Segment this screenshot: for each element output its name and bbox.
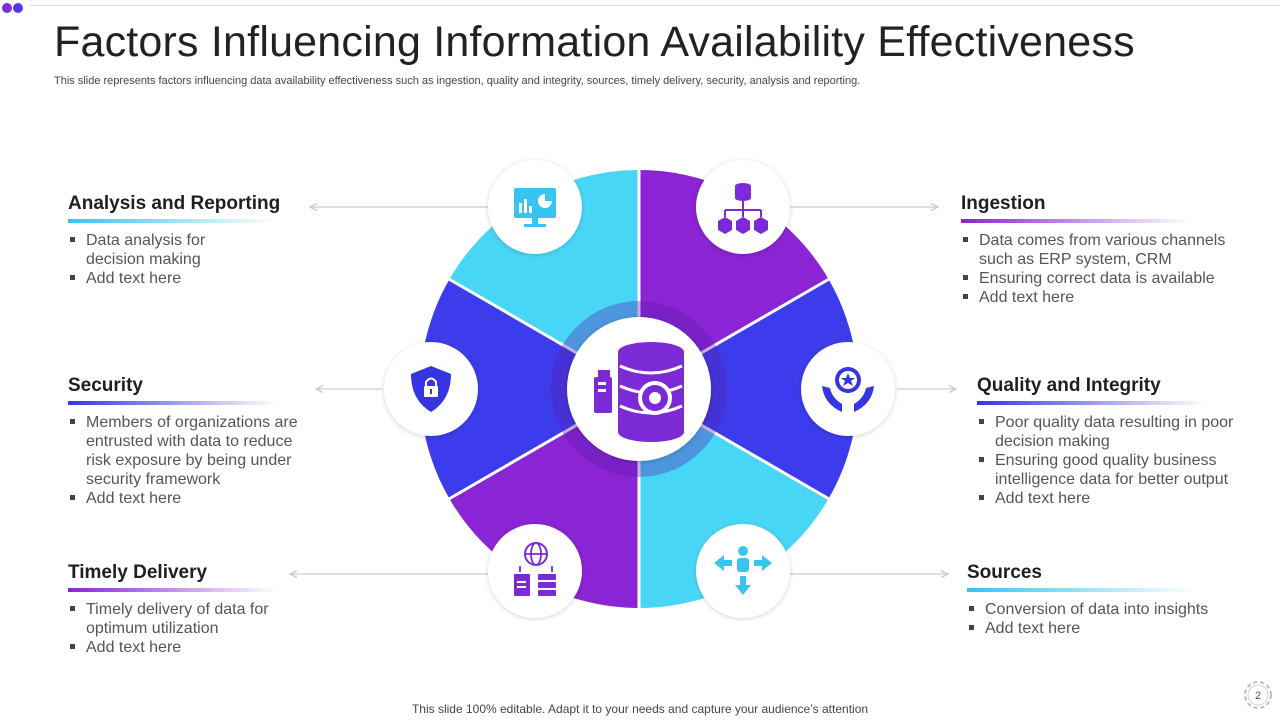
person-arrows-icon xyxy=(714,546,772,595)
page-number: 2 xyxy=(1255,690,1261,702)
database-hierarchy-icon xyxy=(718,183,768,234)
bullet: Data comes from various channels such as… xyxy=(961,231,1231,269)
bullet: Add text here xyxy=(68,269,228,288)
dot-purple xyxy=(2,3,12,13)
dashboard-monitor-icon xyxy=(514,188,556,227)
factor-ingestion: Ingestion Data comes from various channe… xyxy=(961,193,1231,307)
page-subtitle: This slide represents factors influencin… xyxy=(54,75,861,87)
factor-ingestion-underline xyxy=(961,219,1191,223)
bullet: Timely delivery of data for optimum util… xyxy=(68,600,283,638)
bullet: Members of organizations are entrusted w… xyxy=(68,413,300,489)
bullet: Add text here xyxy=(961,288,1231,307)
bullet: Add text here xyxy=(68,638,283,657)
factor-ingestion-bullets: Data comes from various channels such as… xyxy=(961,231,1231,307)
factor-quality-title: Quality and Integrity xyxy=(977,375,1161,396)
bullet: Conversion of data into insights xyxy=(967,600,1227,619)
corner-dots xyxy=(2,0,24,18)
factor-analysis-bullets: Data analysis for decision making Add te… xyxy=(68,231,228,288)
factor-security-title: Security xyxy=(68,375,143,396)
factor-ingestion-title: Ingestion xyxy=(961,193,1046,214)
shield-lock-icon xyxy=(411,366,451,412)
factor-sources-bullets: Conversion of data into insights Add tex… xyxy=(967,600,1227,638)
bullet: Ensuring good quality business intellige… xyxy=(977,451,1242,489)
factor-timely-underline xyxy=(68,588,278,592)
factor-timely-bullets: Timely delivery of data for optimum util… xyxy=(68,600,283,657)
page-number-gear-icon xyxy=(1244,681,1272,709)
page-title: Factors Influencing Information Availabi… xyxy=(54,18,1135,66)
bullet: Poor quality data resulting in poor deci… xyxy=(977,413,1242,451)
icon-circle-timely xyxy=(488,524,582,618)
hands-award-icon xyxy=(822,367,874,412)
bullet: Add text here xyxy=(977,489,1242,508)
factor-security-bullets: Members of organizations are entrusted w… xyxy=(68,413,300,508)
factor-analysis-title: Analysis and Reporting xyxy=(68,193,281,214)
bullet: Add text here xyxy=(967,619,1227,638)
factor-sources-underline xyxy=(967,588,1197,592)
factor-sources-title: Sources xyxy=(967,562,1042,583)
factor-timely-title: Timely Delivery xyxy=(68,562,208,583)
factor-quality: Quality and Integrity Poor quality data … xyxy=(977,375,1247,508)
bullet: Ensuring correct data is available xyxy=(961,269,1231,288)
factor-sources: Sources Conversion of data into insights… xyxy=(967,562,1227,638)
footer-note: This slide 100% editable. Adapt it to yo… xyxy=(411,702,869,716)
factor-timely: Timely Delivery Timely delivery of data … xyxy=(68,562,298,657)
factor-security: Security Members of organizations are en… xyxy=(68,375,308,508)
bullet: Add text here xyxy=(68,489,300,508)
bullet: Data analysis for decision making xyxy=(68,231,228,269)
factor-analysis: Analysis and Reporting Data analysis for… xyxy=(68,193,298,288)
connector-arrows xyxy=(290,207,956,574)
factor-quality-underline xyxy=(977,401,1207,405)
globe-documents-icon xyxy=(514,542,556,596)
dot-blue xyxy=(13,3,23,13)
header-rule xyxy=(30,5,1280,6)
segment-security xyxy=(419,279,639,499)
database-gear-icon xyxy=(594,342,684,442)
factor-analysis-underline xyxy=(68,219,278,223)
segment-quality xyxy=(639,279,859,499)
factor-quality-bullets: Poor quality data resulting in poor deci… xyxy=(977,413,1242,508)
factor-security-underline xyxy=(68,401,278,405)
